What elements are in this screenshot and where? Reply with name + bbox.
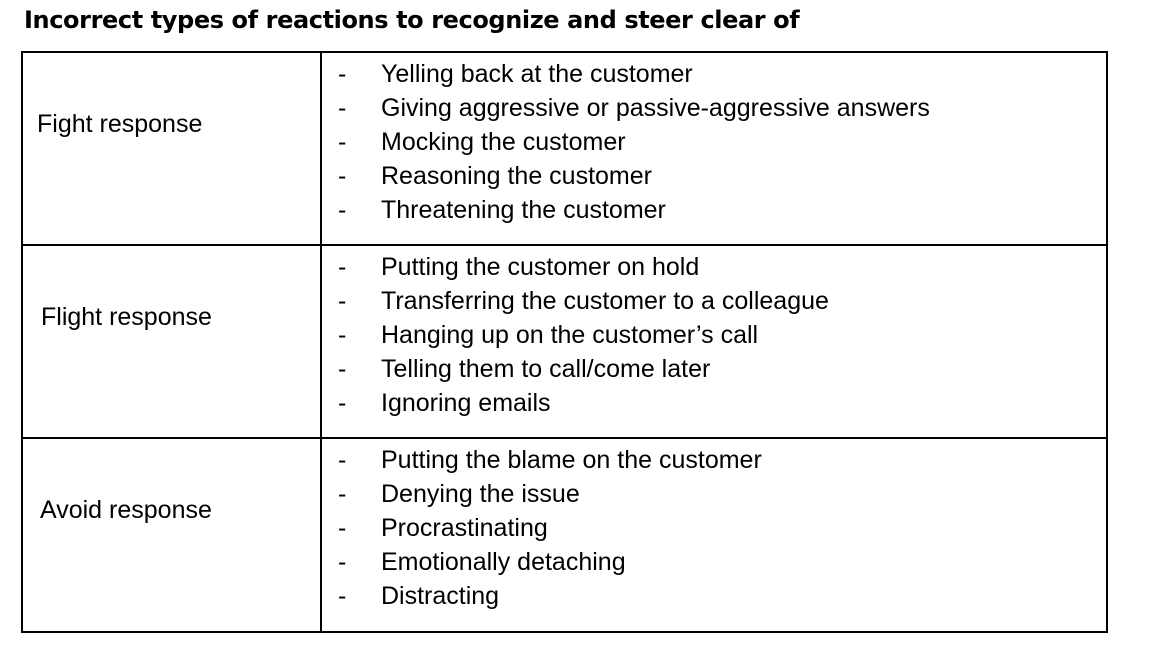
bullet-dash: - — [338, 582, 347, 610]
list-item: - Denying the issue — [322, 477, 1106, 511]
list-item-text: Reasoning the customer — [381, 162, 652, 190]
list-item: - Procrastinating — [322, 511, 1106, 545]
table-row: Fight response - Yelling back at the cust… — [21, 51, 1108, 246]
response-label-cell: Flight response — [21, 244, 322, 439]
bullet-dash: - — [338, 514, 347, 542]
bullet-dash: - — [338, 94, 347, 122]
list-item: - Transferring the customer to a colleagu… — [322, 284, 1106, 318]
list-item: - Ignoring emails — [322, 386, 1106, 420]
list-item: - Putting the customer on hold — [322, 250, 1106, 284]
response-items-cell: - Yelling back at the customer - Giving ag… — [320, 51, 1108, 246]
bullet-dash: - — [338, 480, 347, 508]
list-item-text: Transferring the customer to a colleague — [381, 287, 829, 315]
bullet-dash: - — [338, 355, 347, 383]
bullet-dash: - — [338, 253, 347, 281]
response-label: Flight response — [41, 303, 212, 331]
reaction-list: - Putting the blame on the customer - Deny… — [322, 439, 1106, 613]
list-item: - Putting the blame on the customer — [322, 443, 1106, 477]
list-item-text: Putting the blame on the customer — [381, 446, 762, 474]
response-label: Avoid response — [40, 496, 212, 524]
list-item-text: Threatening the customer — [381, 196, 666, 224]
bullet-dash: - — [338, 162, 347, 190]
list-item: - Telling them to call/come later — [322, 352, 1106, 386]
list-item: - Giving aggressive or passive-aggressive… — [322, 91, 1106, 125]
response-items-cell: - Putting the customer on hold - Transferr… — [320, 244, 1108, 439]
list-item: - Yelling back at the customer — [322, 57, 1106, 91]
bullet-dash: - — [338, 287, 347, 315]
list-item-text: Emotionally detaching — [381, 548, 626, 576]
response-label-cell: Avoid response — [21, 437, 322, 633]
bullet-dash: - — [338, 196, 347, 224]
table-row: Flight response - Putting the customer on… — [21, 244, 1108, 439]
list-item-text: Ignoring emails — [381, 389, 551, 417]
response-table: Fight response - Yelling back at the cust… — [21, 51, 1108, 633]
list-item: - Threatening the customer — [322, 193, 1106, 227]
list-item-text: Mocking the customer — [381, 128, 626, 156]
list-item-text: Procrastinating — [381, 514, 548, 542]
list-item-text: Putting the customer on hold — [381, 253, 700, 281]
page-title: Incorrect types of reactions to recogniz… — [24, 6, 800, 34]
list-item-text: Distracting — [381, 582, 500, 610]
list-item-text: Denying the issue — [381, 480, 580, 508]
reaction-list: - Yelling back at the customer - Giving ag… — [322, 53, 1106, 227]
bullet-dash: - — [338, 60, 347, 88]
list-item-text: Yelling back at the customer — [381, 60, 693, 88]
response-label-cell: Fight response — [21, 51, 322, 246]
bullet-dash: - — [338, 389, 347, 417]
response-label: Fight response — [37, 110, 203, 138]
list-item-text: Hanging up on the customer’s call — [381, 321, 759, 349]
table-row: Avoid response - Putting the blame on the… — [21, 437, 1108, 633]
response-items-cell: - Putting the blame on the customer - Deny… — [320, 437, 1108, 633]
bullet-dash: - — [338, 548, 347, 576]
list-item-text: Telling them to call/come later — [381, 355, 711, 383]
bullet-dash: - — [338, 128, 347, 156]
bullet-dash: - — [338, 446, 347, 474]
list-item-text: Giving aggressive or passive-aggressive … — [381, 94, 930, 122]
list-item: - Emotionally detaching — [322, 545, 1106, 579]
reaction-list: - Putting the customer on hold - Transferr… — [322, 246, 1106, 420]
list-item: - Mocking the customer — [322, 125, 1106, 159]
list-item: - Reasoning the customer — [322, 159, 1106, 193]
list-item: - Distracting — [322, 579, 1106, 613]
bullet-dash: - — [338, 321, 347, 349]
list-item: - Hanging up on the customer’s call — [322, 318, 1106, 352]
